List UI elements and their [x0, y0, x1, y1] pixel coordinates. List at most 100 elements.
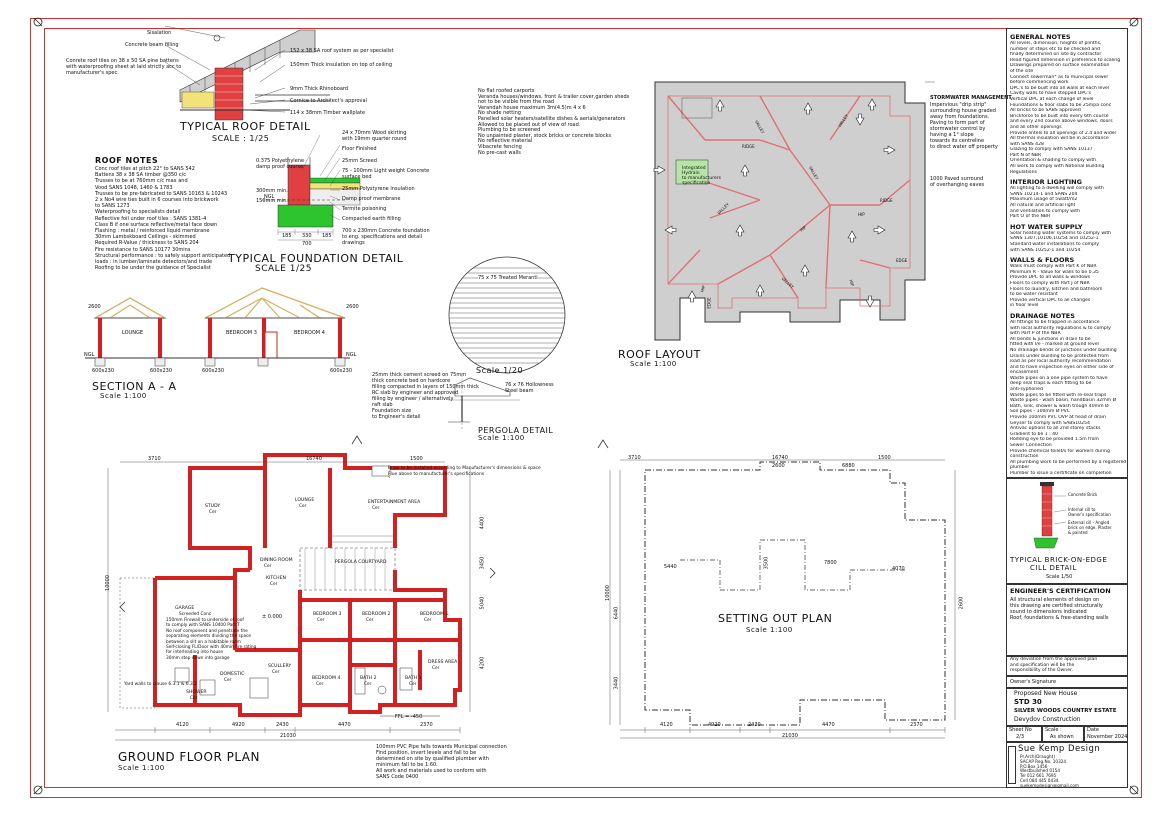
deviation-line: and specification will be the: [1010, 662, 1075, 668]
foundation-label: with 19mm quarter round: [342, 136, 407, 142]
notes-line: Read figured dimension in preference to …: [1010, 57, 1121, 63]
notes-line: All bricks to be SABS approved: [1010, 108, 1081, 114]
garage-note-line: for interleading into house: [166, 650, 224, 656]
notes-line: Waste pipes - wash basin, handbasin 32mm…: [1010, 398, 1117, 404]
notes-line: DPC's to be built into all walls at each…: [1010, 85, 1110, 91]
setting-out-dim: 2370: [910, 722, 923, 728]
garage-note-line: 150mm Firewall to underside of roof: [166, 618, 244, 623]
firm-logo: [1008, 746, 1016, 784]
deviation-line: Any deviation from the approved plan: [1010, 657, 1098, 662]
firm-name: Sue Kemp Design: [1018, 744, 1101, 754]
notes-line: Brickforce to be built into every 6th co…: [1010, 113, 1109, 119]
foundation-dim: 185: [322, 233, 332, 239]
notes-line: Floors to laundry, kitchen and bathroom: [1010, 286, 1103, 292]
notes-line: All lighting to a dwelling will comply w…: [1010, 186, 1104, 192]
dim-label: 4400: [479, 516, 486, 530]
foundation-dim: NGL: [264, 194, 275, 200]
notes-line: Waste pipes to be fitted with re-seal tr…: [1010, 392, 1107, 398]
room-floor: Cer: [372, 506, 380, 511]
notes-line: Maximum usage of 5watt/m2: [1010, 197, 1078, 203]
cill-detail-box: [1006, 478, 1128, 584]
firm-line: suekempdesign@gmail.com: [1020, 782, 1079, 788]
section-label: 600x230: [202, 368, 225, 374]
cill-label: Internal cill to: [1068, 507, 1096, 512]
notes-line: Geyser to comply with SABS10254: [1010, 420, 1090, 426]
date-value: November 2024: [1087, 734, 1128, 740]
stormwater-line: Impervious "drip strip": [930, 102, 987, 108]
notes-line: before commencing work: [1010, 80, 1069, 86]
notes-line: Provide chemical toilet/s for workers du…: [1010, 448, 1110, 454]
roof-note-line: Structural performance : to safely suppo…: [95, 252, 231, 259]
ground-floor-title: GROUND FLOOR PLAN: [118, 750, 260, 764]
scale-value: As shown: [1050, 734, 1074, 740]
notes-line: Solar heating water systems to comply wi…: [1010, 230, 1112, 236]
garage-note-line: to comply with SANS 10400 Part T: [166, 623, 240, 629]
notes-line: with local authority regulations & to co…: [1010, 325, 1111, 331]
roof-note-line: Conc roof tiles at pitch 22° to SANS 542: [95, 166, 195, 172]
setting-out-plan: [609, 459, 956, 739]
room-floor: Cer: [316, 682, 324, 687]
paved-note: 1000 Paved surround: [930, 176, 984, 182]
foundation-label: damp proof course: [256, 164, 304, 170]
roof-slope-arrow-icon: [855, 113, 865, 126]
notes-line: Soil pipes - 100mm Ø PVC: [1010, 409, 1071, 415]
setting-out-dim: 16740: [772, 455, 788, 461]
room-name: ENTERTAINMENT AREA: [368, 500, 421, 505]
foundation-detail-scale: SCALE 1/25: [255, 264, 312, 274]
notes-line: Antivac options to all 2nd storey stacks: [1010, 426, 1101, 432]
dim-label: 4200: [479, 656, 486, 670]
cill-detail-title-2: CILL DETAIL: [1030, 564, 1077, 572]
notes-section-heading: DRAINAGE NOTES: [1010, 311, 1075, 320]
room-name: PERGOLA COURTYARD: [335, 560, 387, 565]
roof-note-line: 30mm Lambskboard Ceilings - skimmed: [95, 234, 196, 241]
notes-line: Plumber to issue a certificate on comple…: [1010, 470, 1112, 476]
engineer-line: All structural elements of design on: [1010, 597, 1100, 603]
room-floor: Cer: [270, 582, 278, 587]
scale-box: [1042, 726, 1084, 742]
gf-note: Flue above to manufacturer's specificati…: [388, 472, 485, 477]
notes-line: anti-syphoned: [1010, 387, 1043, 393]
room-floor: Cer: [366, 618, 374, 623]
roof-note-line: Waterproofing to specialists detail: [95, 209, 181, 216]
foundation-dim: 185: [282, 233, 292, 239]
room-name: DOMESTIC: [220, 672, 245, 677]
foundation-label: surface bed: [342, 174, 372, 180]
setting-out-dim: 1500: [878, 455, 891, 461]
stormwater-line: stormwater control by: [930, 126, 986, 132]
pergola-circle-detail: [448, 256, 566, 430]
stormwater-line: away from foundations.: [930, 114, 990, 120]
notes-line: Provide vertical DPC to all changes: [1010, 297, 1091, 303]
gf-note: determined on site by qualified plumber …: [376, 756, 489, 762]
roof-label: 114 x 38mm Timber wallplate: [290, 110, 366, 116]
stormwater-line: surrounding house graded: [930, 108, 996, 114]
foundation-label: Floor Finished: [342, 146, 377, 152]
section-title: SECTION A - A: [92, 380, 177, 393]
section-label: 2600: [88, 304, 101, 310]
garage-note-line: No roof component and penetrate the: [166, 628, 248, 634]
firm-line: P.O.Box 1456: [1020, 763, 1048, 769]
deviation-line: responsibility of the Owner.: [1010, 668, 1073, 674]
notes-line: Vertical DPC at each change of level: [1010, 96, 1094, 102]
roof-slope-arrow-icon: [847, 230, 857, 243]
project-line: SILVER WOODS COUNTRY ESTATE: [1014, 708, 1117, 714]
setting-out-dim: 4470: [822, 722, 835, 728]
roof-layout-scale: Scale 1:100: [630, 360, 677, 368]
owner-signature-box[interactable]: [1006, 676, 1128, 688]
roof-label: 152 x 38 SA roof system as per specialis…: [290, 48, 394, 54]
roof-layout-note: Veranda houses/windows, front & trailer …: [478, 93, 630, 100]
firm-box: [1006, 742, 1128, 788]
roof-label: 9mm Thick Rhinoboard: [290, 86, 349, 92]
notes-line: Waste pipes on a one pipe system to have: [1010, 375, 1108, 381]
notes-line: finally determined on site by contractor: [1010, 52, 1102, 58]
roof-note-line: Vood SANS 1048, 1460 & 1783: [95, 184, 173, 191]
roof-slope-arrow-icon: [653, 165, 666, 175]
roof-ridge-label: EDGE: [896, 258, 908, 263]
roof-layout-note: Allowed to be placed out of view of road…: [478, 121, 581, 128]
roof-layout-note: No reflective material: [478, 138, 533, 145]
notes-line: Provide 100mm PVC OVP at head of drain: [1010, 415, 1106, 421]
gf-note: SANS Code 0400: [376, 774, 419, 780]
project-line: Proposed New House: [1014, 690, 1078, 697]
roof-notes-heading: ROOF NOTES: [95, 156, 159, 165]
engineer-box: [1006, 584, 1128, 656]
